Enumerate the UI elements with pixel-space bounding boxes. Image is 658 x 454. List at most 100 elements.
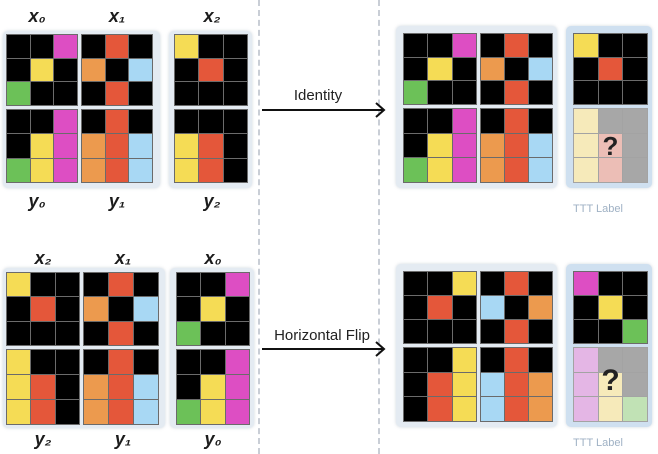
- grid-cell: [175, 35, 199, 58]
- grid-cell: [452, 158, 476, 182]
- grid-cell: [452, 57, 476, 81]
- grid-cell: [7, 82, 30, 105]
- row1-test-label-grid: [573, 108, 648, 183]
- grid-cell: [452, 397, 476, 421]
- grid-cell: [404, 57, 428, 81]
- grid-cell: [529, 158, 552, 182]
- grid-cell: [574, 272, 598, 295]
- grid-cell: [54, 110, 77, 134]
- row2-input-grid-0: [6, 272, 80, 346]
- grid-cell: [55, 375, 79, 399]
- grid-cell: [623, 348, 647, 372]
- grid-cell: [505, 320, 528, 343]
- row1-query-mark: ?: [602, 131, 619, 161]
- grid-cell: [30, 58, 54, 82]
- grid-cell: [84, 350, 108, 374]
- grid-cell: [505, 158, 528, 182]
- grid-cell: [129, 134, 152, 158]
- grid-cell: [529, 272, 552, 295]
- row1-result-input-grid-0: [403, 33, 477, 105]
- grid-cell: [223, 134, 247, 158]
- grid-cell: [109, 297, 133, 321]
- grid-cell: [175, 134, 199, 158]
- grid-cell: [31, 350, 55, 374]
- grid-cell: [623, 397, 647, 421]
- row1-label-y2: y₂: [203, 191, 221, 211]
- grid-cell: [529, 34, 552, 57]
- horizontal-flip-arrow: [262, 341, 386, 357]
- grid-cell: [598, 158, 623, 182]
- grid-cell: [574, 320, 598, 343]
- row1-label-x0: x₀: [28, 6, 46, 26]
- grid-cell: [428, 296, 452, 319]
- grid-cell: [574, 296, 598, 319]
- grid-cell: [529, 372, 552, 397]
- row2-label-y0: y₀: [204, 429, 222, 449]
- grid-cell: [84, 375, 108, 399]
- grid-cell: [134, 297, 158, 321]
- grid-cell: [404, 397, 428, 421]
- identity-label: Identity: [293, 87, 343, 104]
- grid-cell: [54, 58, 77, 82]
- grid-cell: [623, 57, 647, 81]
- row2-label-x1: x₁: [114, 248, 132, 268]
- row2-input-grid-1: [83, 272, 159, 346]
- grid-cell: [428, 372, 452, 397]
- grid-cell: [84, 400, 108, 424]
- grid-cell: [598, 397, 623, 421]
- grid-cell: [129, 110, 152, 134]
- grid-cell: [505, 372, 528, 397]
- grid-cell: [404, 158, 428, 182]
- grid-cell: [598, 81, 623, 104]
- row1-label-x1: x₁: [108, 6, 126, 26]
- grid-cell: [7, 35, 30, 58]
- row2-result-input-grid-1: [480, 271, 553, 344]
- row2-label-y1: y₁: [114, 429, 132, 449]
- row1-result-output-grid-1: [480, 108, 553, 183]
- grid-cell: [428, 81, 452, 104]
- grid-cell: [82, 82, 105, 105]
- row2-output-grid-1: [83, 349, 159, 425]
- grid-cell: [225, 350, 249, 374]
- grid-cell: [55, 400, 79, 424]
- grid-cell: [82, 134, 105, 158]
- grid-cell: [7, 58, 30, 82]
- grid-cell: [404, 320, 428, 343]
- grid-cell: [598, 272, 623, 295]
- grid-cell: [598, 109, 623, 133]
- grid-cell: [30, 134, 54, 158]
- grid-cell: [134, 273, 158, 297]
- grid-cell: [134, 375, 158, 399]
- grid-cell: [7, 158, 30, 182]
- grid-cell: [529, 81, 552, 104]
- grid-cell: [177, 375, 201, 399]
- grid-cell: [129, 35, 152, 58]
- grid-cell: [31, 321, 55, 345]
- grid-cell: [177, 321, 201, 345]
- row1-label-y1: y₁: [108, 191, 126, 211]
- grid-cell: [134, 400, 158, 424]
- grid-cell: [134, 350, 158, 374]
- grid-cell: [55, 321, 79, 345]
- grid-cell: [505, 397, 528, 421]
- row2-output-grid-0: [6, 349, 80, 425]
- grid-cell: [574, 109, 598, 133]
- grid-cell: [623, 109, 647, 133]
- grid-cell: [574, 34, 598, 57]
- grid-cell: [223, 82, 247, 105]
- grid-cell: [105, 82, 129, 105]
- grid-cell: [598, 296, 623, 319]
- row1-output-grid-1: [81, 109, 153, 183]
- grid-cell: [223, 35, 247, 58]
- grid-cell: [201, 297, 225, 321]
- grid-cell: [623, 133, 647, 158]
- grid-cell: [109, 321, 133, 345]
- left-dashed-divider: [258, 0, 260, 454]
- row2-input-grid-2: [176, 272, 250, 346]
- row1-output-grid-0: [6, 109, 78, 183]
- grid-cell: [452, 320, 476, 343]
- grid-cell: [404, 348, 428, 372]
- grid-cell: [7, 110, 30, 134]
- grid-cell: [199, 35, 223, 58]
- row1-result-output-grid-0: [403, 108, 477, 183]
